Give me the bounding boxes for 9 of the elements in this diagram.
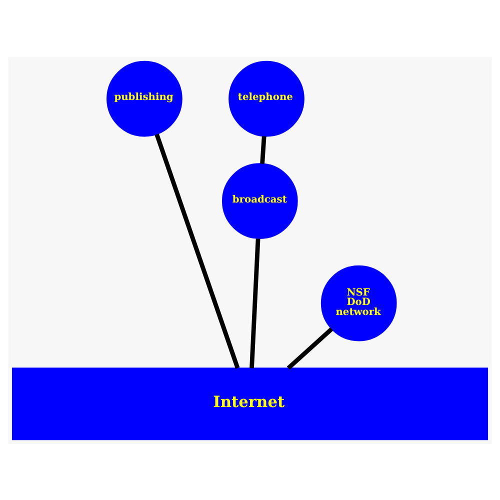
- node-circle: telephone: [228, 60, 304, 136]
- connector: [154, 133, 240, 368]
- node-circle: publishing: [106, 60, 182, 136]
- node-circle: NSF DoD network: [320, 264, 397, 341]
- node-box: Internet: [12, 367, 488, 440]
- connector: [260, 136, 266, 164]
- connector: [250, 238, 260, 368]
- connector: [286, 326, 334, 370]
- node-circle: broadcast: [222, 162, 298, 238]
